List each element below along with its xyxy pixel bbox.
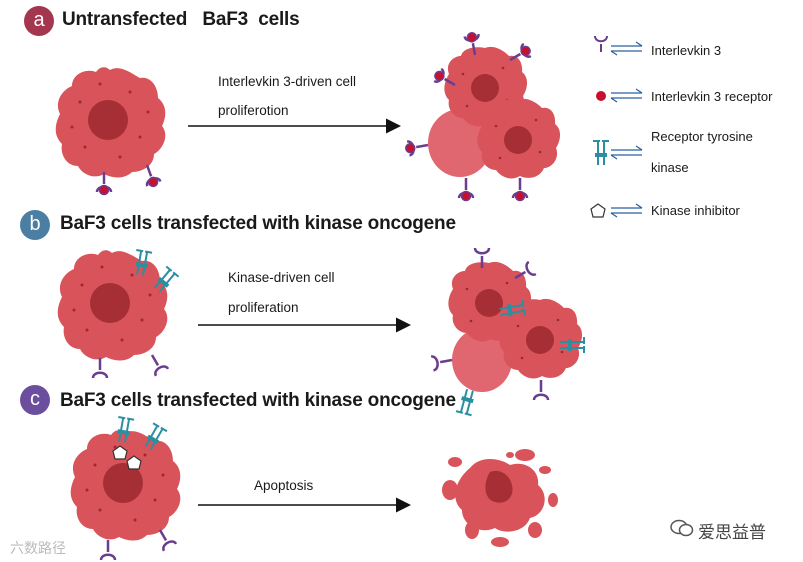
panel-b-cell	[57, 250, 168, 361]
watermark-left: 六数路径	[10, 540, 66, 556]
panel-c-receptor-1	[99, 538, 117, 562]
panel-b-title: BaF3 cells transfected with kinase oncog…	[60, 213, 456, 234]
legend-arrows-3	[610, 145, 643, 160]
panel-c-title: BaF3 cells transfected with kinase oncog…	[60, 390, 456, 411]
panel-a-cell	[55, 67, 166, 178]
panel-c-inhibitor-2	[126, 455, 142, 470]
legend-rtk-label-2: kinase	[651, 160, 689, 175]
panel-b-badge: b	[20, 210, 50, 240]
receptor-tyrosine-kinase-icon	[592, 140, 610, 166]
panel-a-proliferated-cells	[405, 32, 561, 201]
panel-a-arrow-label-2: proliferotion	[218, 103, 289, 118]
interleukin-3-icon	[594, 35, 608, 52]
panel-c-inhibitor-1	[112, 445, 128, 460]
interleukin-3-receptor-icon	[596, 91, 606, 101]
panel-a-badge: a	[24, 6, 54, 36]
panel-b-arrow-label-1: Kinase-driven cell	[228, 270, 335, 285]
watermark-right: 爱思益普	[698, 523, 766, 542]
panel-c-cell	[70, 430, 181, 541]
panel-b-arrow-label-2: proliferation	[228, 300, 299, 315]
legend-interleukin-3-label: Interlevkin 3	[651, 43, 722, 58]
kinase-inhibitor-icon	[590, 203, 606, 218]
legend-arrows-2	[610, 88, 643, 103]
panel-a-title: Untransfected BaF3 cells	[62, 9, 300, 30]
panel-c-badge: c	[20, 385, 50, 415]
panel-b-proliferated-cells	[429, 246, 585, 417]
wechat-icon	[670, 519, 694, 537]
legend-interleukin-3-receptor-label: Interlevkin 3 receptor	[651, 89, 773, 104]
panel-b-receptor-1	[91, 356, 109, 380]
legend-kinase-inhibitor-label: Kinase inhibitor	[651, 203, 740, 218]
panel-c-apoptotic-fragments	[442, 449, 558, 547]
panel-b-receptor-2	[144, 350, 170, 378]
legend-arrows-4	[610, 203, 643, 218]
panel-a-arrow-label-1: Interlevkin 3-driven cell	[218, 74, 357, 89]
legend-rtk-label-1: Receptor tyrosine	[651, 129, 753, 144]
panel-c-arrow-label-1: Apoptosis	[254, 478, 314, 493]
legend-arrows-1	[610, 41, 643, 56]
